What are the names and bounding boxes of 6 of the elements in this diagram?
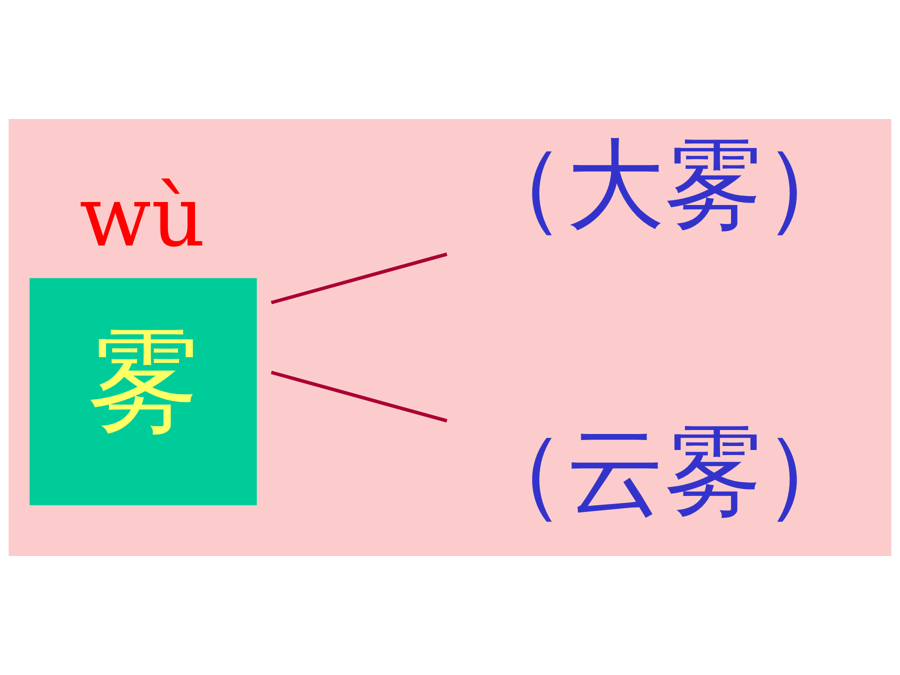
connector: [270, 370, 448, 423]
node-text: （大雾）: [468, 128, 860, 242]
node-label: wù: [79, 168, 206, 266]
connector: [270, 252, 448, 304]
node-text: （云雾）: [468, 414, 860, 529]
node-box: 雾: [30, 278, 257, 506]
